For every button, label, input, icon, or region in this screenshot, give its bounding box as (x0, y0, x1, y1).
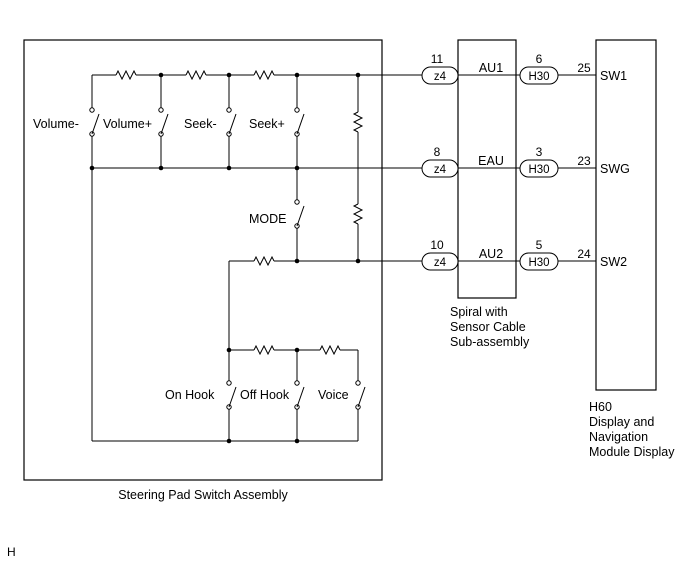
label-off-hook: Off Hook (240, 388, 290, 402)
h30-label: H30 (528, 164, 549, 176)
spiral-caption-line-2: Sensor Cable (450, 320, 526, 334)
sw2-line (228, 255, 422, 350)
module-pin-24: 24 (577, 247, 591, 261)
z4-label: z4 (434, 164, 447, 176)
z4-pin-10: 10 (430, 238, 444, 252)
display-module-box (595, 39, 657, 391)
switch-off-hook (294, 380, 305, 410)
switch-mode (294, 199, 305, 229)
module-caption-line-2: Display and (589, 415, 654, 429)
switch-branches (91, 75, 298, 261)
z4-connector-au2: z4 10 (421, 238, 459, 271)
z4-label: z4 (434, 257, 447, 269)
spiral-caption-line-3: Sub-assembly (450, 335, 530, 349)
top-rail (92, 69, 422, 81)
module-caption-line-1: H60 (589, 400, 612, 414)
switch-volume-minus (89, 107, 100, 137)
h30-label: H30 (528, 257, 549, 269)
switch-assembly-caption: Steering Pad Switch Assembly (118, 488, 288, 502)
z4-pin-11: 11 (431, 52, 444, 66)
h30-label: H30 (528, 71, 549, 83)
label-on-hook: On Hook (165, 388, 215, 402)
junction-dots (89, 72, 361, 444)
module-caption-line-4: Module Display (589, 445, 675, 459)
h30-pin-3: 3 (536, 145, 543, 159)
module-wires (558, 74, 596, 262)
h30-connector-sw2: H30 5 (519, 238, 559, 271)
signal-sw2: SW2 (600, 255, 627, 269)
label-voice: Voice (318, 388, 349, 402)
switch-voice (355, 380, 366, 410)
z4-connector-au1: z4 11 (421, 52, 459, 85)
signal-sw1: SW1 (600, 69, 627, 83)
spiral-caption-line-1: Spiral with (450, 305, 508, 319)
divider-resistors (352, 75, 364, 261)
signal-swg: SWG (600, 162, 630, 176)
z4-connector-eau: z4 8 (421, 145, 459, 178)
footer-mark: H (7, 545, 16, 559)
label-seek-plus: Seek+ (249, 117, 285, 131)
switch-seek-plus (294, 107, 305, 137)
signal-au2: AU2 (479, 247, 503, 261)
h30-pin-5: 5 (536, 238, 543, 252)
z4-pin-8: 8 (434, 145, 441, 159)
h30-connector-sw1: H30 6 (519, 52, 559, 85)
steering-pad-switch-assembly-box (23, 39, 383, 481)
module-pin-23: 23 (577, 154, 591, 168)
signal-eau: EAU (478, 154, 504, 168)
module-caption-line-3: Navigation (589, 430, 648, 444)
label-mode: MODE (249, 212, 287, 226)
label-seek-minus: Seek- (184, 117, 217, 131)
z4-label: z4 (434, 71, 447, 83)
module-pin-25: 25 (577, 61, 591, 75)
hook-section (91, 168, 359, 442)
signal-au1: AU1 (479, 61, 503, 75)
h30-pin-6: 6 (536, 52, 543, 66)
spiral-internal-wires (458, 74, 520, 262)
switch-volume-plus (158, 107, 169, 137)
switch-seek-minus (226, 107, 237, 137)
label-volume-minus: Volume- (33, 117, 79, 131)
switch-on-hook (226, 380, 237, 410)
label-volume-plus: Volume+ (103, 117, 152, 131)
h30-connector-swg: H30 3 (519, 145, 559, 178)
